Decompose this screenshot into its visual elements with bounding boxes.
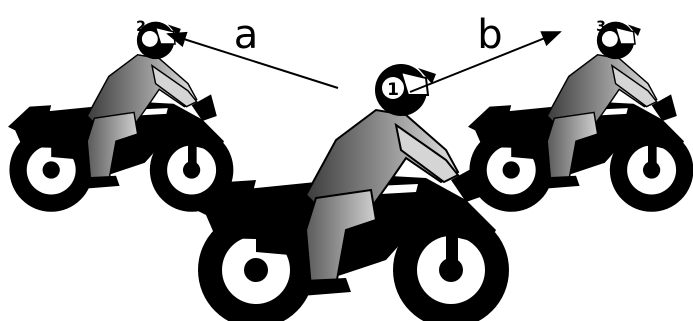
- arrow-a: [166, 31, 339, 89]
- arrow-a-label: a: [234, 12, 259, 58]
- arrow-b-label: b: [477, 12, 502, 58]
- arrow-b: [409, 31, 562, 93]
- motorcycle-rider-2: [7, 20, 235, 213]
- rider-1-number: 1: [387, 80, 399, 100]
- rider-2-number: 2: [136, 19, 146, 35]
- rider-3-number: 3: [596, 19, 606, 35]
- motorcycle-rider-1: [195, 63, 510, 321]
